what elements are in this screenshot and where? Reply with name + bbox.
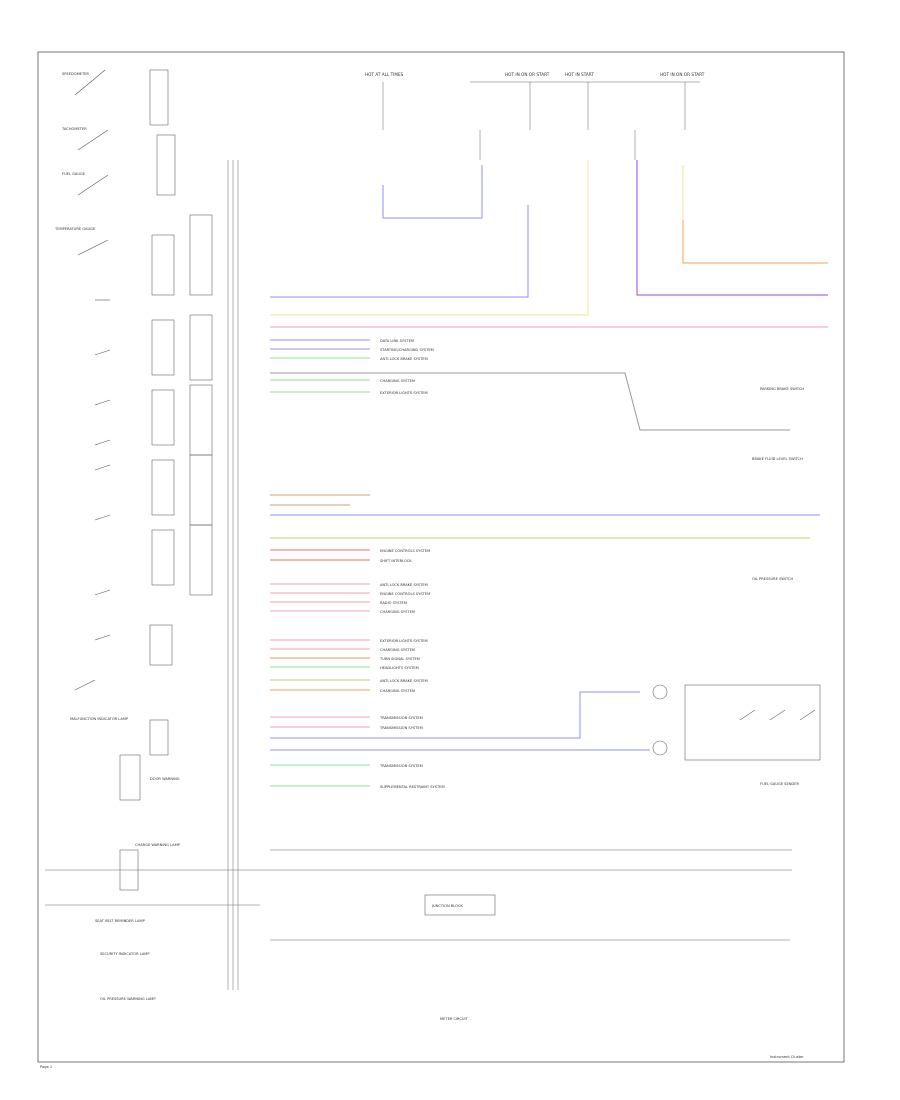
left-label-10: OIL PRESSURE WARNING LAMP bbox=[100, 997, 156, 1001]
fuse-label-2: HOT IN ON OR START bbox=[505, 72, 550, 77]
left-label-9: SECURITY INDICATOR LAMP bbox=[100, 952, 150, 956]
wire-purple bbox=[636, 160, 828, 296]
fuel-sender bbox=[652, 684, 821, 761]
label-parking-brake: PARKING BRAKE SWITCH bbox=[760, 387, 804, 391]
row-mid-text-2: SHIFT INTERLOCK bbox=[380, 559, 412, 563]
left-component-boxes bbox=[119, 69, 213, 891]
row-low-text-9: TRANSMISSION SYSTEM bbox=[379, 764, 423, 768]
row-low-text-8: TRANSMISSION SYSTEM bbox=[379, 726, 423, 730]
row-top-text-5: EXTERIOR LIGHTS SYSTEM bbox=[380, 391, 428, 395]
wire-rows-top: DATA LINK SYSTEM STARTING/CHARGING SYSTE… bbox=[270, 339, 434, 395]
row-top-text-3: ANTI-LOCK BRAKE SYSTEM bbox=[380, 357, 428, 361]
top-colored-wires bbox=[270, 160, 828, 431]
left-label-2: TACHOMETER bbox=[61, 127, 87, 131]
left-label-8: SEAT BELT REMINDER LAMP bbox=[95, 919, 146, 923]
left-labels: SPEEDOMETER TACHOMETER FUEL GAUGE TEMPER… bbox=[54, 72, 181, 1001]
junction-block-box bbox=[424, 894, 496, 916]
row-low-text-7: TRANSMISSION SYSTEM bbox=[379, 716, 423, 720]
row-top-text-2: STARTING/CHARGING SYSTEM bbox=[380, 348, 434, 352]
label-fuel-gauge: FUEL GAUGE SENDER bbox=[760, 782, 799, 786]
right-labels: PARKING BRAKE SWITCH BRAKE FLUID LEVEL S… bbox=[752, 387, 804, 786]
diagram-frame bbox=[37, 51, 845, 1063]
left-label-3: FUEL GAUGE bbox=[62, 172, 86, 176]
wire-orange bbox=[682, 220, 828, 264]
wire-blue-top bbox=[382, 165, 483, 219]
row-low-text-5: ANTI-LOCK BRAKE SYSTEM bbox=[380, 679, 428, 683]
row-mid-text-1: ENGINE CONTROLS SYSTEM bbox=[380, 549, 430, 553]
diagram-title: Instrument Cluster bbox=[770, 1055, 804, 1059]
row-top-text-4: CHARGING SYSTEM bbox=[380, 379, 415, 383]
wire-gray bbox=[270, 372, 790, 431]
row-low-text-2: CHARGING SYSTEM bbox=[380, 648, 415, 652]
label-brake-fluid: BRAKE FLUID LEVEL SWITCH bbox=[752, 457, 803, 461]
row-low-text-6: CHARGING SYSTEM bbox=[380, 689, 415, 693]
label-oil-pressure: OIL PRESSURE SWITCH bbox=[752, 577, 793, 581]
wire-yellow-vert bbox=[270, 160, 589, 316]
row-low-text-4: HEADLIGHTS SYSTEM bbox=[380, 666, 419, 670]
row-top-text-1: DATA LINK SYSTEM bbox=[380, 339, 414, 343]
junction-label: JUNCTION BLOCK bbox=[431, 904, 463, 908]
row-low-text-1: EXTERIOR LIGHTS SYSTEM bbox=[380, 639, 428, 643]
wire-blue-row1 bbox=[270, 205, 529, 298]
left-label-1: SPEEDOMETER bbox=[62, 72, 89, 76]
row-mid-text-5: RADIO SYSTEM bbox=[380, 601, 407, 605]
row-low-text-3: TURN SIGNAL SYSTEM bbox=[379, 657, 420, 661]
left-label-6: DOOR WARNING bbox=[150, 777, 180, 781]
left-label-4: TEMPERATURE GAUGE bbox=[54, 227, 96, 231]
page-label: Page 1 bbox=[40, 1065, 52, 1069]
left-bus-bars bbox=[227, 160, 239, 990]
bottom-label: METER CIRCUIT bbox=[440, 1017, 469, 1021]
fuse-label-3: HOT IN START bbox=[565, 72, 594, 77]
fuse-label-4: HOT IN ON OR START bbox=[660, 72, 705, 77]
middle-colored-wires: ENGINE CONTROLS SYSTEM SHIFT INTERLOCK A… bbox=[270, 494, 820, 614]
left-label-5: MALFUNCTION INDICATOR LAMP bbox=[70, 717, 129, 721]
fuse-section: HOT AT ALL TIMES HOT IN ON OR START HOT … bbox=[365, 72, 705, 160]
row-mid-text-3: ANTI-LOCK BRAKE SYSTEM bbox=[380, 583, 428, 587]
fuse-label-1: HOT AT ALL TIMES bbox=[365, 72, 404, 77]
left-label-7: CHARGE WARNING LAMP bbox=[135, 843, 181, 847]
row-mid-text-4: ENGINE CONTROLS SYSTEM bbox=[380, 592, 430, 596]
row-low-text-10: SUPPLEMENTAL RESTRAINT SYSTEM bbox=[380, 785, 445, 789]
row-mid-text-6: CHARGING SYSTEM bbox=[380, 610, 415, 614]
lower-colored-wires: EXTERIOR LIGHTS SYSTEM CHARGING SYSTEM T… bbox=[270, 639, 650, 789]
left-switches bbox=[74, 69, 111, 691]
bottom-section: JUNCTION BLOCK METER CIRCUIT bbox=[45, 849, 792, 1021]
